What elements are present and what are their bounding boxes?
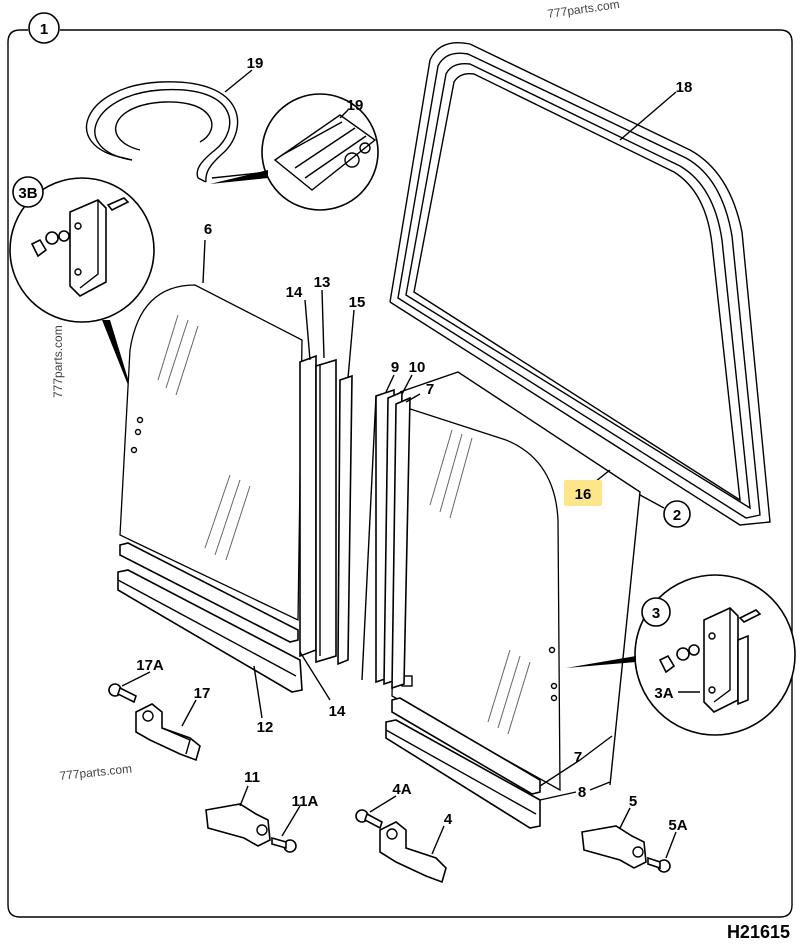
callout-4: 4: [444, 811, 453, 828]
callout-10: 10: [409, 359, 426, 376]
callout-18: 18: [676, 79, 693, 96]
callout-11: 11: [244, 769, 260, 786]
hinge-bracket-11: [205, 803, 271, 847]
hinge-bracket-5: [581, 825, 647, 869]
detail-pointer-19: [210, 170, 268, 184]
callout-7-top: 7: [426, 381, 434, 398]
drawing-code: H21615: [727, 922, 790, 942]
callout-3b: 3B: [18, 185, 37, 202]
callout-16: 16: [575, 486, 592, 503]
callout-13: 13: [314, 274, 331, 291]
callout-19-detail: 19: [347, 97, 364, 114]
bolt-4a: [355, 809, 383, 830]
bottom-rail-right: [385, 697, 541, 829]
seal-profile-detail: [261, 93, 379, 211]
watermark-left: 777parts.com: [51, 325, 65, 398]
figure-number-circle: [28, 12, 60, 44]
callout-19-coil: 19: [247, 55, 264, 72]
callout-6: 6: [204, 221, 212, 238]
callout-3b-circle: [12, 176, 44, 208]
callout-14-bottom: 14: [329, 703, 346, 720]
watermark-bottom: 777parts.com: [59, 761, 133, 783]
watermark-top: 777parts.com: [546, 0, 620, 21]
hinge-detail-3b: [9, 177, 155, 323]
callout-5a: 5A: [668, 817, 687, 834]
callout-11a: 11A: [292, 793, 319, 810]
callout-16-highlight: [564, 480, 602, 506]
figure-number: 1: [40, 21, 48, 38]
callout-3a: 3A: [654, 685, 673, 702]
vertical-seal-strips-left: [299, 354, 353, 666]
right-door-glass: [391, 404, 561, 792]
callout-8: 8: [578, 784, 586, 801]
callout-17a: 17A: [136, 657, 164, 674]
callout-3: 3: [652, 605, 660, 622]
callout-14-top: 14: [286, 284, 303, 301]
figure-frame: [7, 29, 793, 918]
left-door-glass: [119, 284, 303, 622]
callout-12: 12: [257, 719, 274, 736]
callout-15: 15: [349, 294, 366, 311]
hinge-bracket-4: [379, 821, 447, 884]
callout-2: 2: [673, 507, 681, 524]
callout-7-bottom: 7: [574, 749, 582, 766]
bolt-5a: [647, 856, 671, 873]
callout-5: 5: [629, 793, 637, 810]
window-frame-seal: [389, 42, 771, 526]
callout-4a: 4A: [392, 781, 411, 798]
callout-3-circle: [641, 597, 671, 627]
callout-17: 17: [194, 685, 211, 702]
detail-pointer-3b: [102, 320, 136, 405]
seal-strip-coil: [85, 81, 239, 183]
callout-2-circle: [663, 500, 691, 528]
hinge-detail-3: [634, 574, 796, 736]
bottom-rail-left: [117, 542, 303, 693]
vertical-seal-strips-right: [361, 388, 411, 690]
hinge-bracket-17: [135, 703, 201, 762]
detail-pointer-3: [566, 656, 636, 668]
callout-9: 9: [391, 359, 399, 376]
bolt-11a: [271, 836, 297, 853]
bolt-17a: [108, 683, 137, 704]
